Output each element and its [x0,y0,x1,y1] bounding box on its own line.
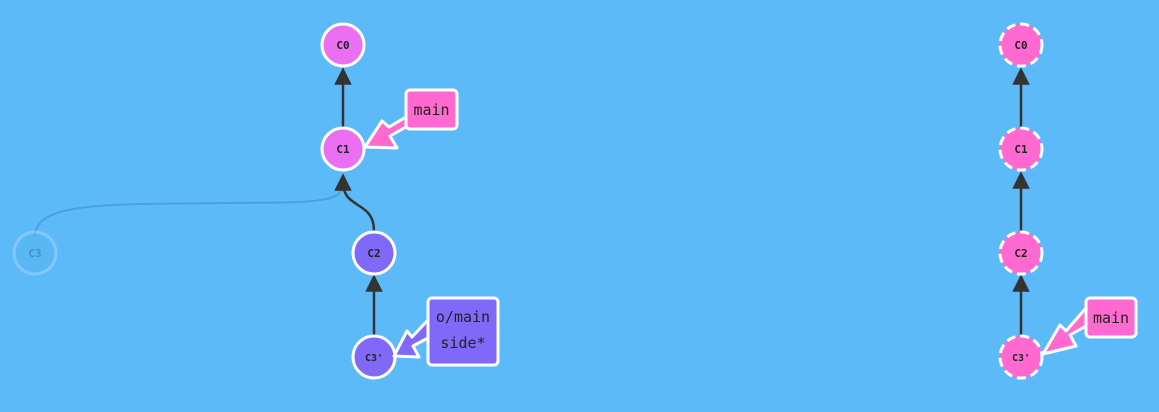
goal-commit-c1: C1 [998,126,1044,172]
commit-label: C0 [336,39,349,52]
commit-label: C1 [1014,143,1028,156]
branch-label-o-main: o/main [436,308,490,326]
branch-o-main-side[interactable]: o/main side* [392,296,500,367]
branch-label-box [1084,296,1138,339]
commit-c1[interactable]: C1 [320,126,366,172]
goal-commit-c0: C0 [998,22,1044,68]
commit-c3-rebased[interactable]: C3' [351,334,397,380]
goal-tree: C0 C1 C2 C3' main [998,22,1138,380]
branch-arrow [363,115,408,150]
commit-label: C2 [367,247,380,260]
commit-label: C3' [365,353,383,364]
branch-main[interactable]: main [363,88,459,150]
goal-commit-c3-rebased: C3' [998,334,1044,380]
branch-label-box [426,296,500,367]
edge-c2-c1 [334,173,376,232]
commit-label: C1 [336,143,350,156]
goal-branch-main: main [1041,296,1138,356]
commit-c0[interactable]: C0 [320,22,366,68]
branch-label-box [404,88,459,131]
commit-label: C0 [1014,39,1027,52]
branch-label: main [413,101,449,119]
branch-label: main [1093,309,1129,327]
branch-arrow [392,318,430,359]
commit-label: C2 [1014,247,1027,260]
commit-label: C3' [1012,353,1030,364]
commit-label: C3 [28,247,41,260]
goal-commit-c2: C2 [998,230,1044,276]
commit-c2[interactable]: C2 [351,230,397,276]
branch-arrow [1041,306,1088,356]
current-tree: C0 C1 C2 C3 C3' main o/main si [12,22,500,380]
commit-c3-orphan[interactable]: C3 [12,230,58,276]
orphan-edge-c3-c1 [34,184,344,237]
branch-label-side: side* [440,334,485,352]
